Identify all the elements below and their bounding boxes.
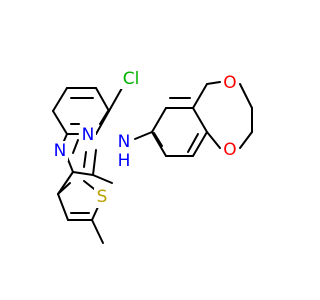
bond [72,171,94,176]
bond [192,107,208,133]
bond [92,149,97,176]
bond [239,83,253,109]
pyridine-nitrogen-label: N [82,125,95,145]
sulfur-atom-label: S [97,187,108,207]
bond [99,110,109,125]
bond [206,131,221,149]
bond [192,83,208,109]
bond [92,174,113,184]
bond [95,87,110,112]
atom-labels: Cl N N N H S O O [52,69,239,208]
chlorine-atom-label: Cl [123,69,140,89]
imidazole-nitrogen-label: N [54,141,67,161]
amine-hydrogen-label: H [118,151,131,171]
amine-nitrogen-label: N [118,132,131,152]
bond [153,132,163,147]
bond [52,87,68,112]
oxygen-top-label: O [223,73,236,93]
bond [57,193,69,221]
bond [187,133,199,153]
bond [151,131,167,157]
bond [239,131,253,149]
bond [151,107,167,133]
bond [108,87,123,112]
bond [192,131,208,157]
bond [83,151,87,168]
bond [57,182,71,195]
oxygen-bottom-label: O [223,140,236,160]
bond [91,219,104,244]
bond [57,171,74,195]
bond [52,110,68,135]
molecule-structure: Cl N N N H S O O [52,69,253,244]
bond [72,139,79,154]
bond [134,131,153,140]
bond [95,110,110,135]
bond [206,81,221,85]
